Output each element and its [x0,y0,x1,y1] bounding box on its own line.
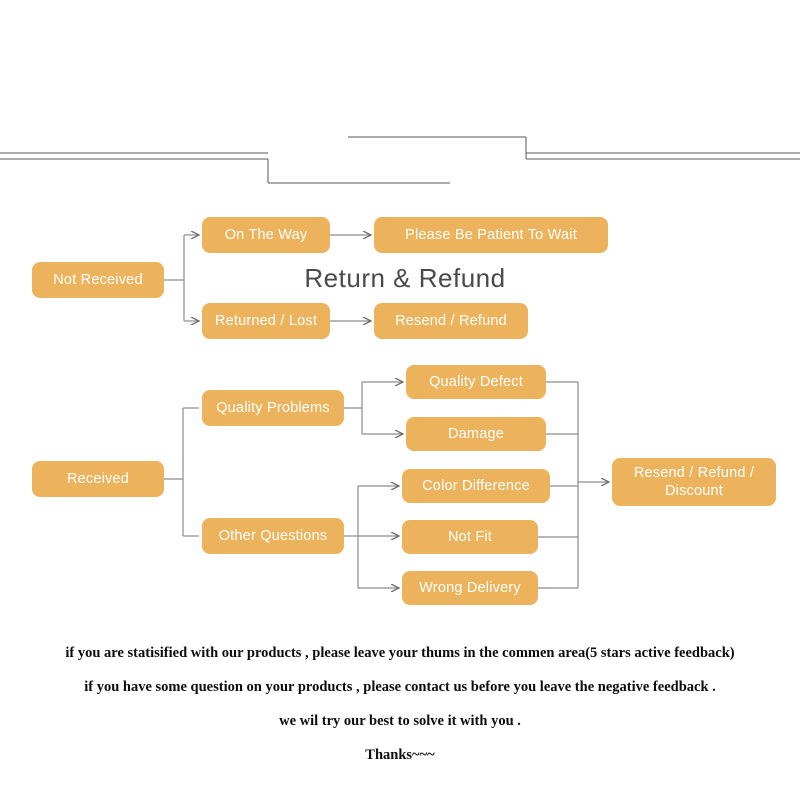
node-not-received[interactable]: Not Received [32,262,164,298]
header-banner: Return & Refund [0,125,800,293]
page-title: Return & Refund [304,263,506,293]
node-color-difference[interactable]: Color Difference [402,469,550,503]
node-on-the-way[interactable]: On The Way [202,217,330,253]
header-rule-decoration [0,136,800,184]
node-resend-refund[interactable]: Resend / Refund [374,303,528,339]
node-returned-lost[interactable]: Returned / Lost [202,303,330,339]
footer-notes: if you are statisified with our products… [0,645,800,781]
node-please-be-patient-to-wait[interactable]: Please Be Patient To Wait [374,217,608,253]
footer-line-3: we wil try our best to solve it with you… [279,713,521,729]
node-wrong-delivery[interactable]: Wrong Delivery [402,571,538,605]
node-quality-defect[interactable]: Quality Defect [406,365,546,399]
footer-line-4: Thanks~~~ [365,747,435,763]
node-damage[interactable]: Damage [406,417,546,451]
node-quality-problems[interactable]: Quality Problems [202,390,344,426]
node-not-fit[interactable]: Not Fit [402,520,538,554]
node-other-questions[interactable]: Other Questions [202,518,344,554]
node-resend-refund-discount[interactable]: Resend / Refund / Discount [612,458,776,506]
footer-line-1: if you are statisified with our products… [65,645,735,661]
node-received[interactable]: Received [32,461,164,497]
footer-line-2: if you have some question on your produc… [84,679,716,695]
